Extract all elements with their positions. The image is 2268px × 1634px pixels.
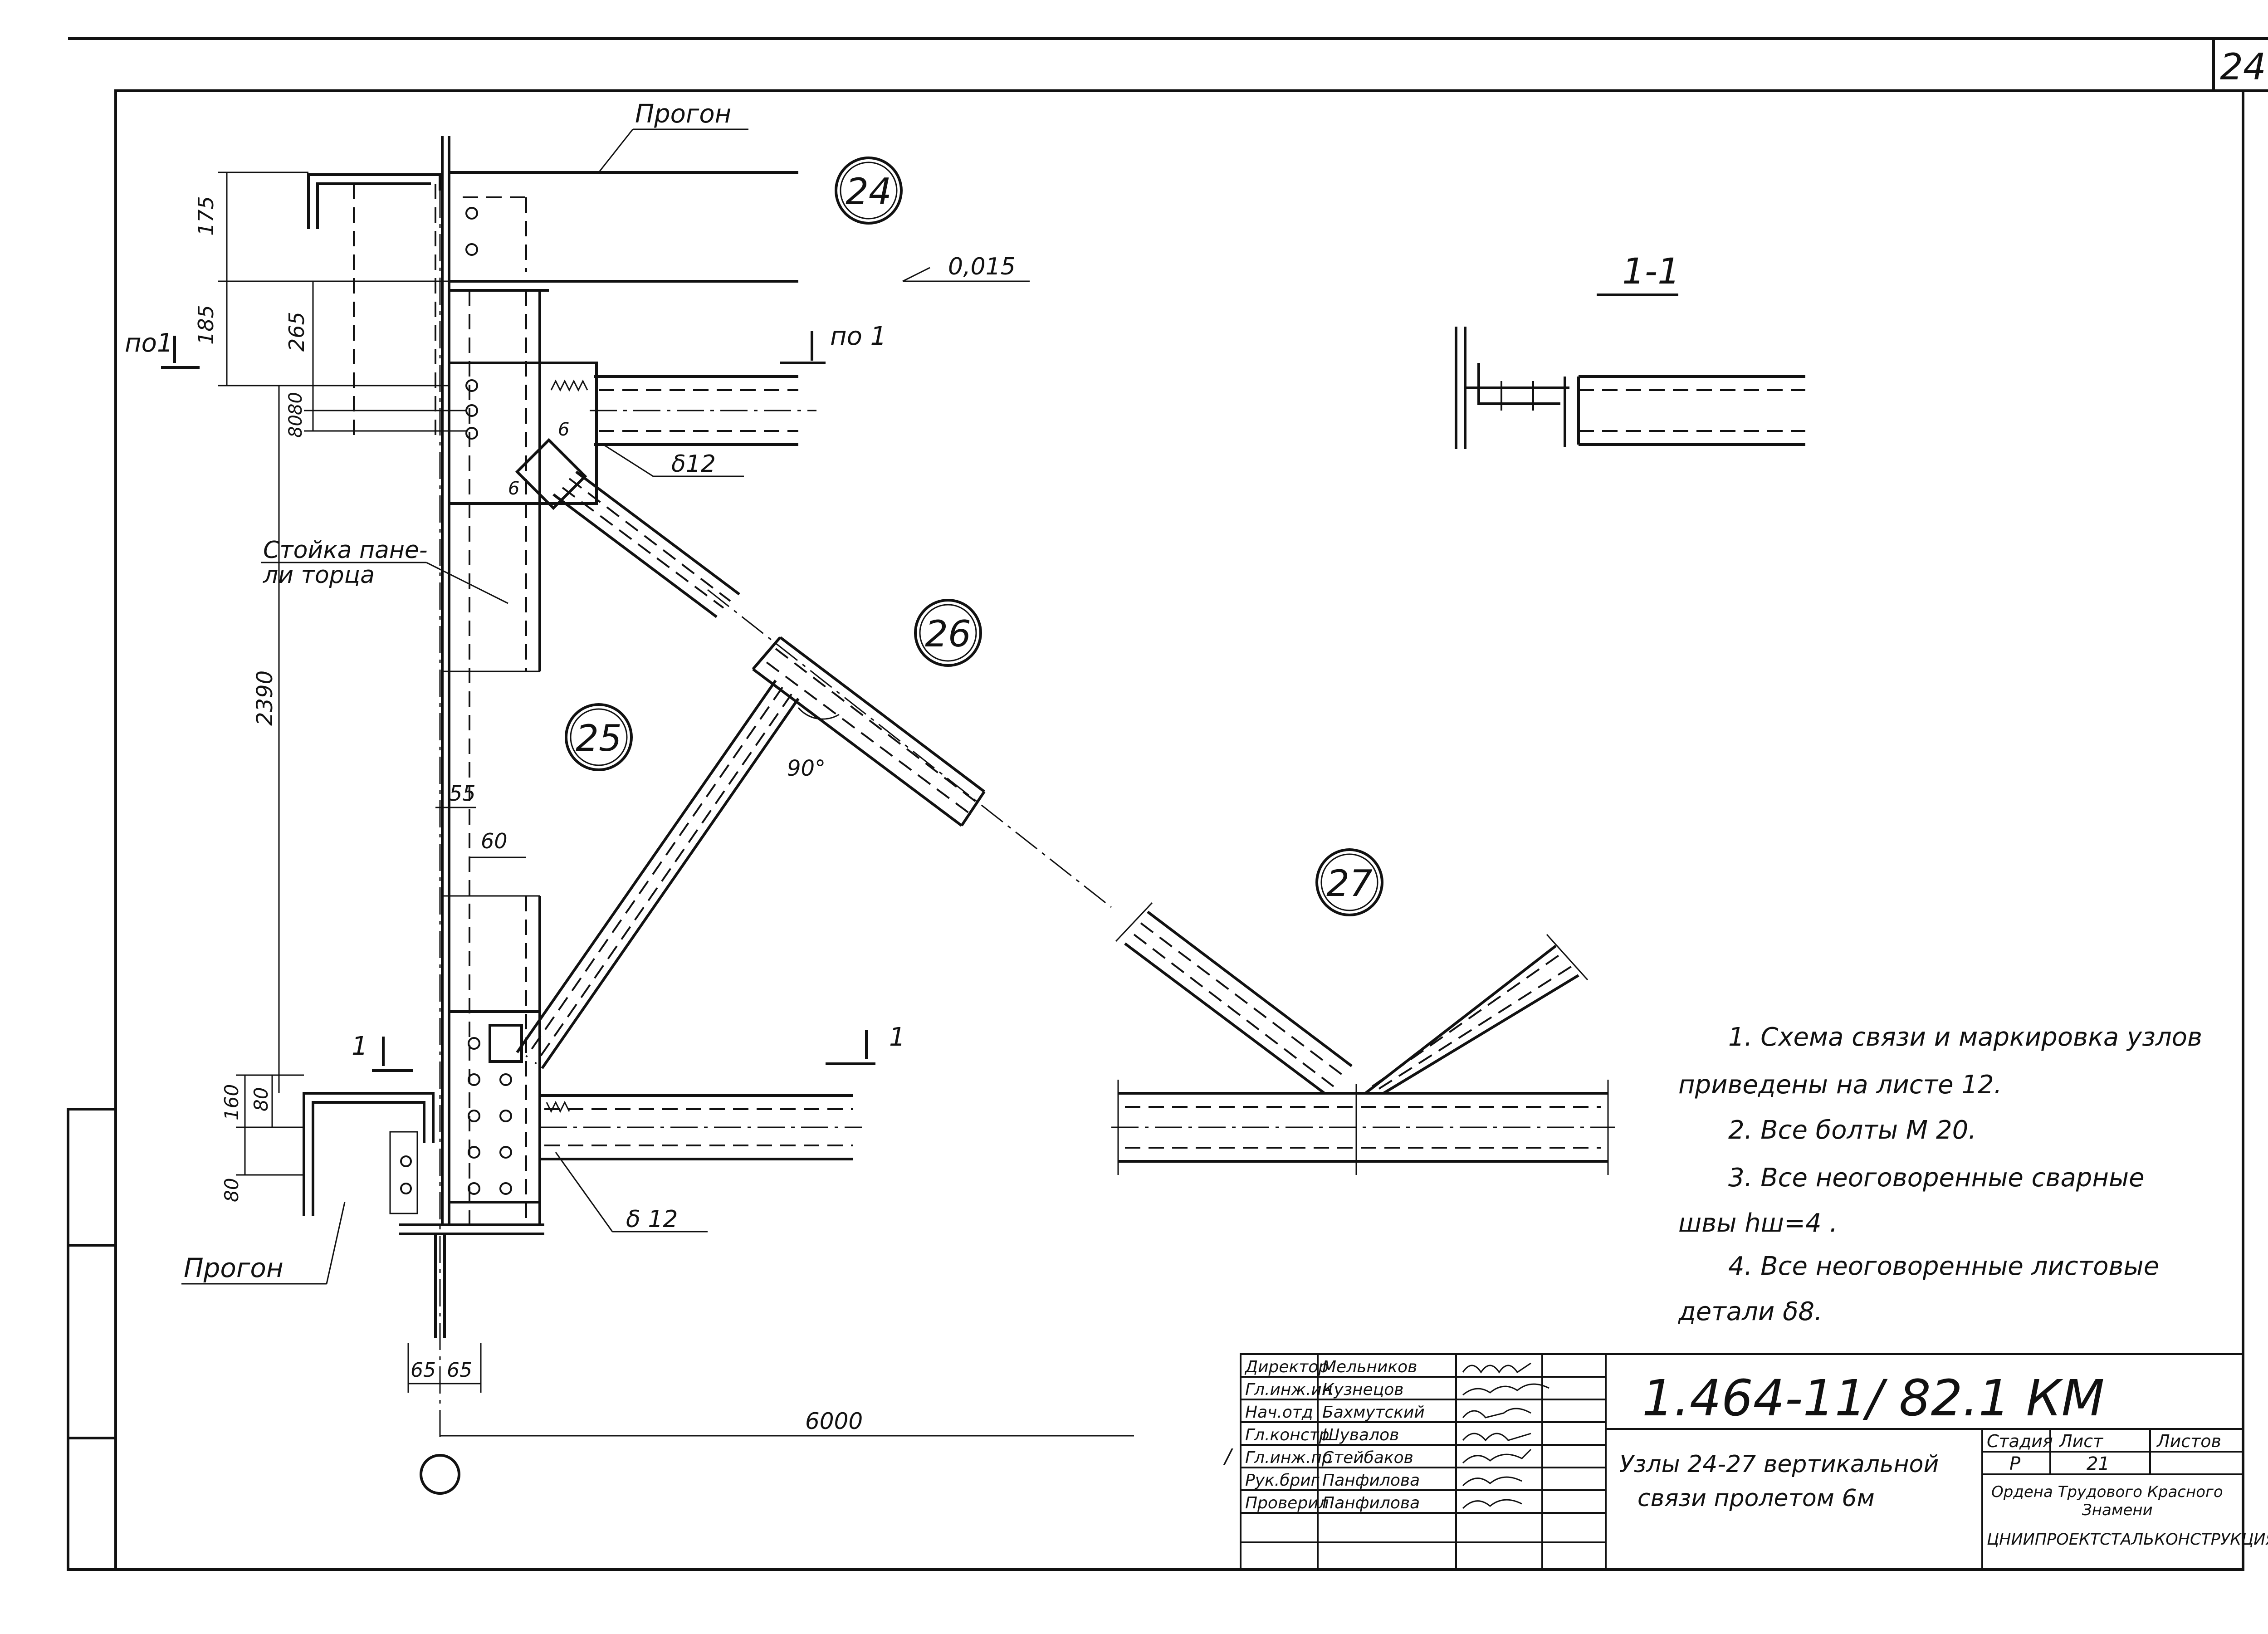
cut-left-top-label: по1 [125,328,173,358]
cut-right-bottom-label: 1 [889,1022,905,1052]
name-director: Мельников [1322,1358,1417,1376]
dim-6000: 6000 [805,1408,863,1434]
plate-thickness-bottom: δ 12 [626,1206,678,1233]
progon-bottom-label: Прогон [184,1252,284,1283]
cut-right-top-label: по 1 [830,322,886,351]
weld-size-a: 6 [558,419,569,440]
stage-header: Стадия [1987,1431,2053,1451]
node-25-label: 25 [576,717,622,759]
section-1-1: 1-1 [1455,251,1805,449]
sheet-number-box [2212,37,2268,92]
name-dept-head: Бахмутский [1322,1403,1425,1422]
dim-60: 60 [481,829,508,853]
brace-axis-1 [707,589,1112,908]
dim-65-b: 65 [447,1359,472,1382]
stage-value: Р [2009,1453,2021,1474]
note-line-1: 1. Схема связи и маркировка узлов [1728,1022,2202,1052]
role-project-engineer: Гл.инж.пр [1245,1448,1332,1467]
node-26-assembly [752,636,986,827]
node-markers: 24 25 26 27 [565,157,1383,916]
dim-2390: 2390 [252,670,278,726]
section-title: 1-1 [1622,251,1680,292]
bottom-gusset-plate [448,1010,541,1203]
drawing-title-line1: Узлы 24-27 вертикальной [1619,1451,1939,1478]
dim-185: 185 [194,305,218,345]
weld-mark-bottom [546,1101,570,1113]
sheet-frame: 24 [67,37,2268,1571]
angle-arc [797,707,840,720]
lower-diagonal-brace [516,680,800,1069]
node-27-left-brace [1124,942,1325,1095]
dim-80-b: 80 [285,415,306,438]
note-line-4: 3. Все неоговоренные сварные [1728,1163,2145,1193]
general-notes: 1. Схема связи и маркировка узлов привед… [1678,1022,2202,1326]
dim-65-a: 65 [411,1359,436,1382]
note-line-5: швы hш=4 . [1678,1208,1838,1238]
column-label-line2: ли торца [263,562,375,589]
grid-axis-marker [420,1454,460,1495]
sheet-number: 24 [2220,46,2266,88]
labels: Прогон 0,015 по1 по 1 Стойка пане- ли то… [125,99,1030,1285]
node-27-assembly [1111,902,1615,1175]
signatures [1462,1362,1549,1509]
top-gusset-plate [448,362,598,505]
node-26-label: 26 [925,613,971,655]
document-code: 1.464-11/ 82.1 КМ [1642,1369,2105,1427]
drawing-border [114,89,2244,1571]
dimensions: 175 185 265 80 80 2390 55 60 160 80 80 6… [194,171,1134,1437]
end-panel-column [420,136,541,1495]
node-25-assembly [303,1010,862,1338]
org-line2: Знамени [2082,1501,2153,1519]
column-label-line1: Стойка пане- [263,537,428,564]
note-line-7: детали δ8. [1678,1297,1823,1326]
node-24-label: 24 [846,171,892,213]
role-checked-by: Проверил [1245,1494,1329,1512]
role-dept-head: Нач.отд [1245,1403,1313,1422]
angle-label: 90° [787,756,826,781]
org-line1: Ордена Трудового Красного [1991,1483,2223,1501]
weld-mark [550,379,588,392]
revision-mark: / [1223,1445,1233,1468]
name-chief-designer: Шувалов [1322,1426,1399,1444]
progon-top-label: Прогон [635,99,731,129]
dim-265: 265 [284,312,309,352]
top-diagonal-gusset [515,438,587,510]
bottom-purlin-channel [303,1092,435,1216]
left-binding-strip [67,1108,117,1571]
sheets-header: Листов [2156,1431,2221,1451]
name-team-lead: Панфилова [1322,1471,1420,1490]
role-team-lead: Рук.бриг [1245,1471,1320,1490]
name-checked-by: Панфилова [1322,1494,1420,1512]
dim-80-d: 80 [220,1178,243,1202]
note-line-2: приведены на листе 12. [1678,1070,2002,1100]
sheet-header: Лист [2058,1431,2104,1451]
node-24-assembly [307,171,816,510]
org-line3: ЦНИИПРОЕКТСТАЛЬКОНСТРУКЦИЯ [1987,1531,2268,1549]
sheet-value: 21 [2087,1453,2110,1474]
drawing-title-line2: связи пролетом 6м [1637,1485,1875,1512]
role-director: Директор [1244,1358,1329,1376]
dim-55: 55 [449,781,476,806]
dim-175: 175 [194,196,218,236]
weld-size-b: 6 [508,478,519,499]
level-mark: 0,015 [948,253,1016,280]
role-chief-designer: Гл.констр [1245,1426,1329,1444]
role-chief-engineer: Гл.инж.ин [1245,1380,1332,1399]
node-27-label: 27 [1326,862,1373,905]
name-chief-engineer: Кузнецов [1322,1380,1403,1399]
upper-diagonal-brace [552,470,1112,908]
plate-thickness-top: δ12 [671,450,716,478]
dim-160: 160 [220,1084,243,1120]
top-purlin-channel [307,173,441,229]
dim-80-c: 80 [250,1087,272,1111]
note-line-6: 4. Все неоговоренные листовые [1728,1252,2159,1281]
dim-80-a: 80 [285,392,306,415]
cut-left-bottom-label: 1 [352,1032,368,1061]
title-block: Директор Мельников Гл.инж.ин Кузнецов На… [1223,1353,2268,1570]
name-project-engineer: Стейбаков [1322,1448,1413,1467]
note-line-3: 2. Все болты М 20. [1728,1115,1976,1145]
